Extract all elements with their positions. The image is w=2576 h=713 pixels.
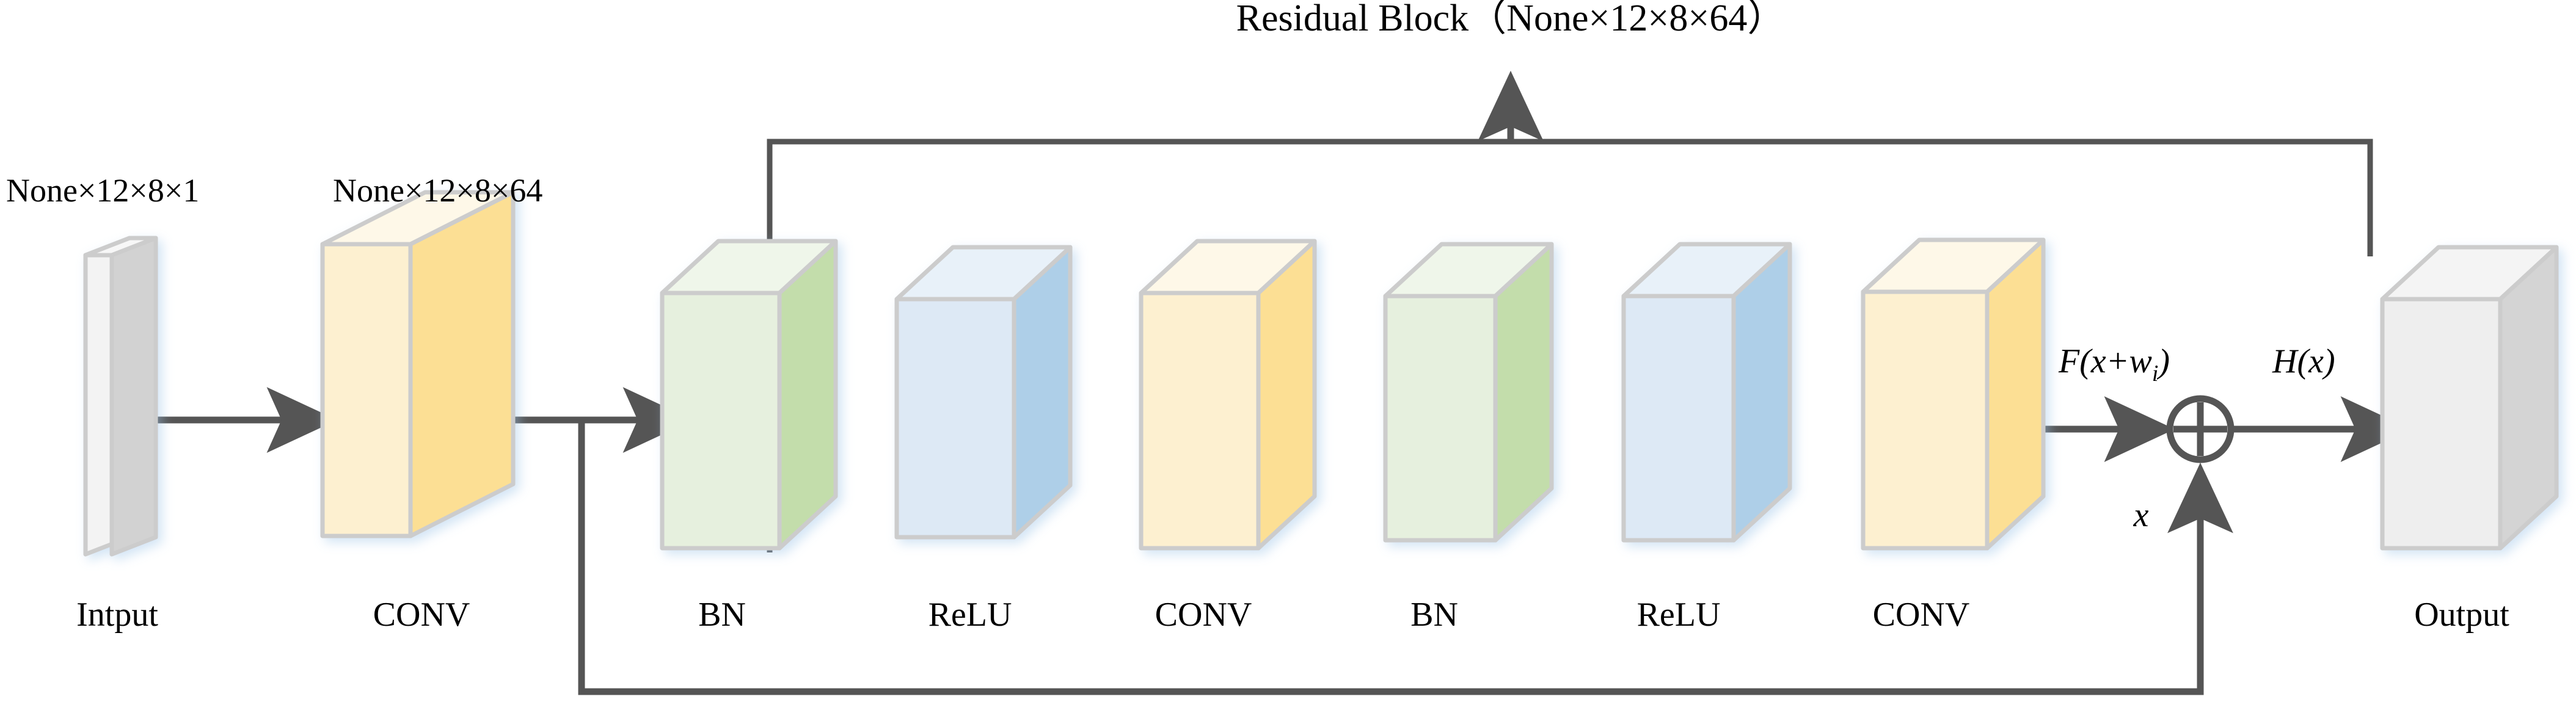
block-conv1-side-face xyxy=(408,190,516,538)
block-bn1-front-face xyxy=(660,291,782,551)
block-relu2-side-face xyxy=(1731,242,1792,543)
skip-connection xyxy=(578,420,2233,695)
block-label-relu1: ReLU xyxy=(929,596,1012,634)
block-conv3[interactable] xyxy=(1861,237,2046,551)
block-bn2-side-face xyxy=(1493,242,1554,543)
svg-text:F(x+wi): F(x+wi) xyxy=(2058,342,2170,386)
block-output[interactable] xyxy=(2380,245,2559,551)
block-bn1-side-face xyxy=(777,239,838,551)
block-relu1-front-face xyxy=(894,297,1016,540)
block-label-conv1: CONV xyxy=(373,596,470,634)
block-conv2-side-face xyxy=(1256,239,1317,551)
residual-function-tail: ) xyxy=(2156,342,2170,380)
block-label-bn1: BN xyxy=(698,596,746,634)
residual-function-subscript: i xyxy=(2152,361,2159,386)
residual-function-label: F(x+wi) xyxy=(2058,342,2170,386)
block-conv2[interactable] xyxy=(1139,239,1317,551)
block-label-output: Output xyxy=(2414,596,2509,634)
page-title: Residual Block（None×12×8×64） xyxy=(1236,0,1786,39)
block-conv3-side-face xyxy=(1985,237,2046,551)
block-input[interactable] xyxy=(83,236,158,557)
block-conv1[interactable] xyxy=(320,190,516,538)
block-label-bn2: BN xyxy=(1410,596,1458,634)
block-conv1-front-face xyxy=(320,242,413,538)
block-relu2[interactable] xyxy=(1621,242,1792,543)
block-relu2-front-face xyxy=(1621,294,1736,543)
input-shape-label: None×12×8×1 xyxy=(6,172,199,209)
block-label-conv3: CONV xyxy=(1873,596,1970,634)
conv-shape-label: None×12×8×64 xyxy=(333,172,542,209)
block-input-side-face xyxy=(109,236,158,557)
identity-label: x xyxy=(2133,496,2149,534)
block-output-front-face xyxy=(2380,297,2503,551)
block-label-relu2: ReLU xyxy=(1637,596,1721,634)
skip-connection-path xyxy=(578,420,2233,695)
block-relu1-side-face xyxy=(1012,245,1073,540)
block-bn2-front-face xyxy=(1383,294,1498,543)
block-label-input: Intput xyxy=(76,596,158,634)
block-relu1[interactable] xyxy=(894,245,1073,540)
block-output-side-face xyxy=(2498,245,2559,551)
sum-operator[interactable] xyxy=(2166,395,2235,463)
block-conv3-front-face xyxy=(1861,289,1990,551)
residual-function-main: F(x+w xyxy=(2058,342,2152,380)
output-function-label: H(x) xyxy=(2272,342,2335,380)
block-bn2[interactable] xyxy=(1383,242,1554,543)
block-label-conv2: CONV xyxy=(1155,596,1252,634)
block-conv2-front-face xyxy=(1139,291,1261,551)
flow-arrows xyxy=(156,387,2412,462)
block-bn1[interactable] xyxy=(660,239,838,551)
